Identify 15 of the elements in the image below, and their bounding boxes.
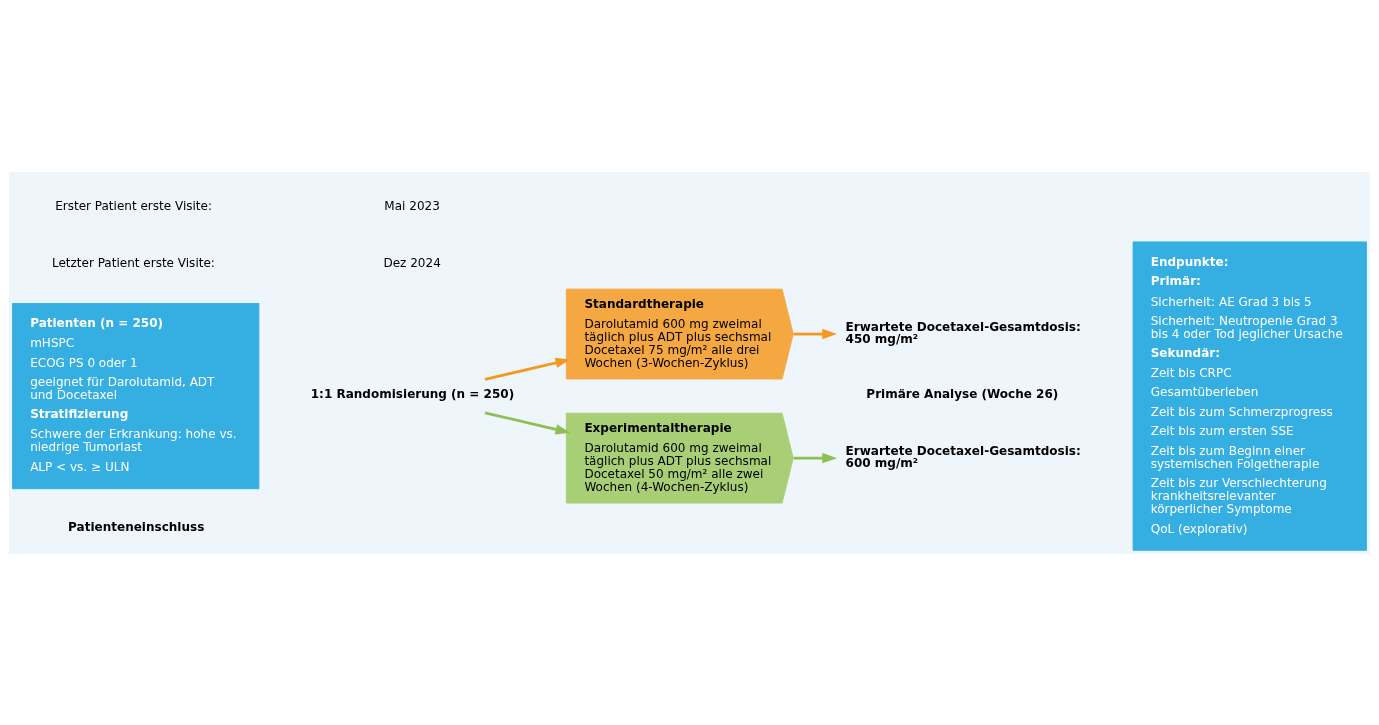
arrow — [793, 452, 838, 463]
node-text: Erwartete Docetaxel-Gesamtdosis: 600 mg/m² — [845, 443, 1081, 470]
node-box: Patienten (n = 250) mHSPC ECOG PS 0 oder 1 geeignet für Darolutamid, ADT und Docetaxel Stratifizierung Schwere der Erkrankung: hohe vs. niedrige Tumorlast ALP < vs. ≥ ULN — [12, 302, 260, 489]
node-box: Endpunkte: Primär: Sicherheit: AE Grad 3 bis 5 Sicherheit: Neutropenie Grad 3 bis 4 oder Tod jeglicher Ursache Sekundär: Zeit bis CRPC Gesamtüberleben Zeit bis zum Schmerzprogress Zeit bis zum ersten SSE Zeit bis zum Beginn einer systemischen Folgetherapie Zeit bis zur Verschlechterung krankheitsrelevanter körperlicher Symptome QoL (explorativ) — [1132, 240, 1367, 551]
arrow — [484, 410, 571, 434]
label: Mai 2023 — [384, 198, 440, 213]
label: Patienteneinschluss — [68, 519, 205, 534]
label: Primäre Analyse (Woche 26) — [866, 386, 1059, 401]
label: Letzter Patient erste Visite: — [51, 255, 215, 270]
node-text: 1:1 Randomisierung (n = 250) — [310, 386, 515, 401]
arrow — [484, 357, 571, 381]
arrow — [793, 328, 838, 339]
label: Dez 2024 — [383, 255, 441, 270]
node-text: Erwartete Docetaxel-Gesamtdosis: 450 mg/m² — [845, 319, 1081, 346]
label: Erster Patient erste Visite: — [55, 198, 213, 213]
